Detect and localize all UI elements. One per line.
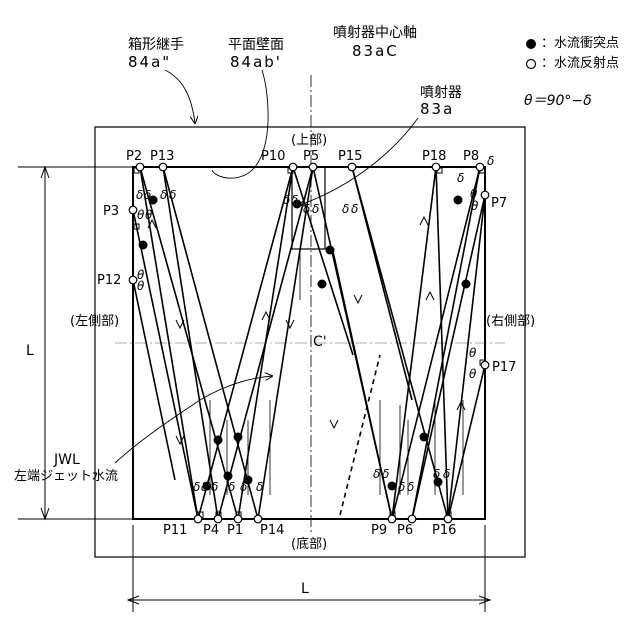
angle-delta: δ [342,203,349,215]
injector-name: 噴射器 [420,86,462,100]
angle-delta: δ [312,203,319,215]
legend-collision-label: ：水流衝突点 [541,37,619,50]
angle-delta: δ [457,172,464,184]
height-dim-label: L [26,344,34,358]
angle-theta: θ [469,368,476,380]
injector-axis-name: 噴射器中心軸 [333,26,417,40]
point-label-p2: P2 [126,150,142,163]
injector-axis-code: 83aC [352,44,399,59]
angle-delta: δ [169,189,176,201]
angle-delta: δ [303,203,310,215]
legend-reflection-symbol [527,60,536,69]
box-joint-code: 84a" [128,55,171,70]
angle-delta: δ [211,481,218,493]
point-label-p1: P1 [227,524,243,537]
point-label-p9: P9 [371,524,387,537]
point-label-p18: P18 [422,150,446,163]
jwl-name: 左端ジェット水流 [14,470,118,483]
angle-delta: δ [228,481,235,493]
angle-delta: δ [240,481,247,493]
angle-delta: δ [398,481,405,493]
point-label-p4: P4 [203,524,219,537]
angle-delta: δ [407,481,414,493]
angle-delta: δ [136,189,143,201]
angle-delta: δ [256,481,263,493]
point-label-p11: P11 [163,524,187,537]
point-label-p6: P6 [397,524,413,537]
point-label-p5: P5 [303,150,319,163]
point-label-p12: P12 [97,274,121,287]
legend-collision-symbol [526,39,536,49]
angle-delta: δ [291,194,298,206]
point-label-p10: P10 [261,150,285,163]
point-label-p13: P13 [150,150,174,163]
injector-code: 83a [420,102,454,117]
left-side-label: (左側部) [70,315,119,328]
angle-theta: θ [145,209,152,221]
flat-wall-name: 平面壁面 [228,38,284,52]
point-label-p3: P3 [103,205,119,218]
point-label-p7: P7 [491,197,507,210]
flat-wall-code: 84ab' [230,55,282,70]
angle-delta: δ [193,481,200,493]
point-label-p16: P16 [432,524,456,537]
legend-formula: θ＝90°−δ [524,94,592,108]
angle-delta: δ [443,468,450,480]
angle-theta: θ [469,347,476,359]
width-dim-label: L [301,582,309,596]
angle-delta: δ [433,468,440,480]
angle-delta: δ [487,155,494,167]
angle-theta: θ [471,200,478,212]
point-label-p17: P17 [492,361,516,374]
point-label-p8: P8 [463,150,479,163]
angle-theta: θ [137,209,144,221]
point-label-p15: P15 [338,150,362,163]
angle-theta: θ [137,280,144,292]
angle-delta: δ [382,468,389,480]
angle-delta: δ [144,189,151,201]
angle-delta: δ [373,468,380,480]
point-label-p14: P14 [260,524,284,537]
right-side-label: (右側部) [486,315,535,328]
box-joint-name: 箱形継手 [128,38,184,52]
angle-delta: δ [283,194,290,206]
angle-delta: δ [351,203,358,215]
legend-reflection-label: ：水流反射点 [541,57,619,70]
angle-delta: δ [160,189,167,201]
top-label: (上部) [291,134,327,147]
angle-delta: δ [201,481,208,493]
bottom-label: (底部) [291,538,327,551]
center-label: C' [313,335,327,349]
jwl-code: JWL [54,453,80,467]
